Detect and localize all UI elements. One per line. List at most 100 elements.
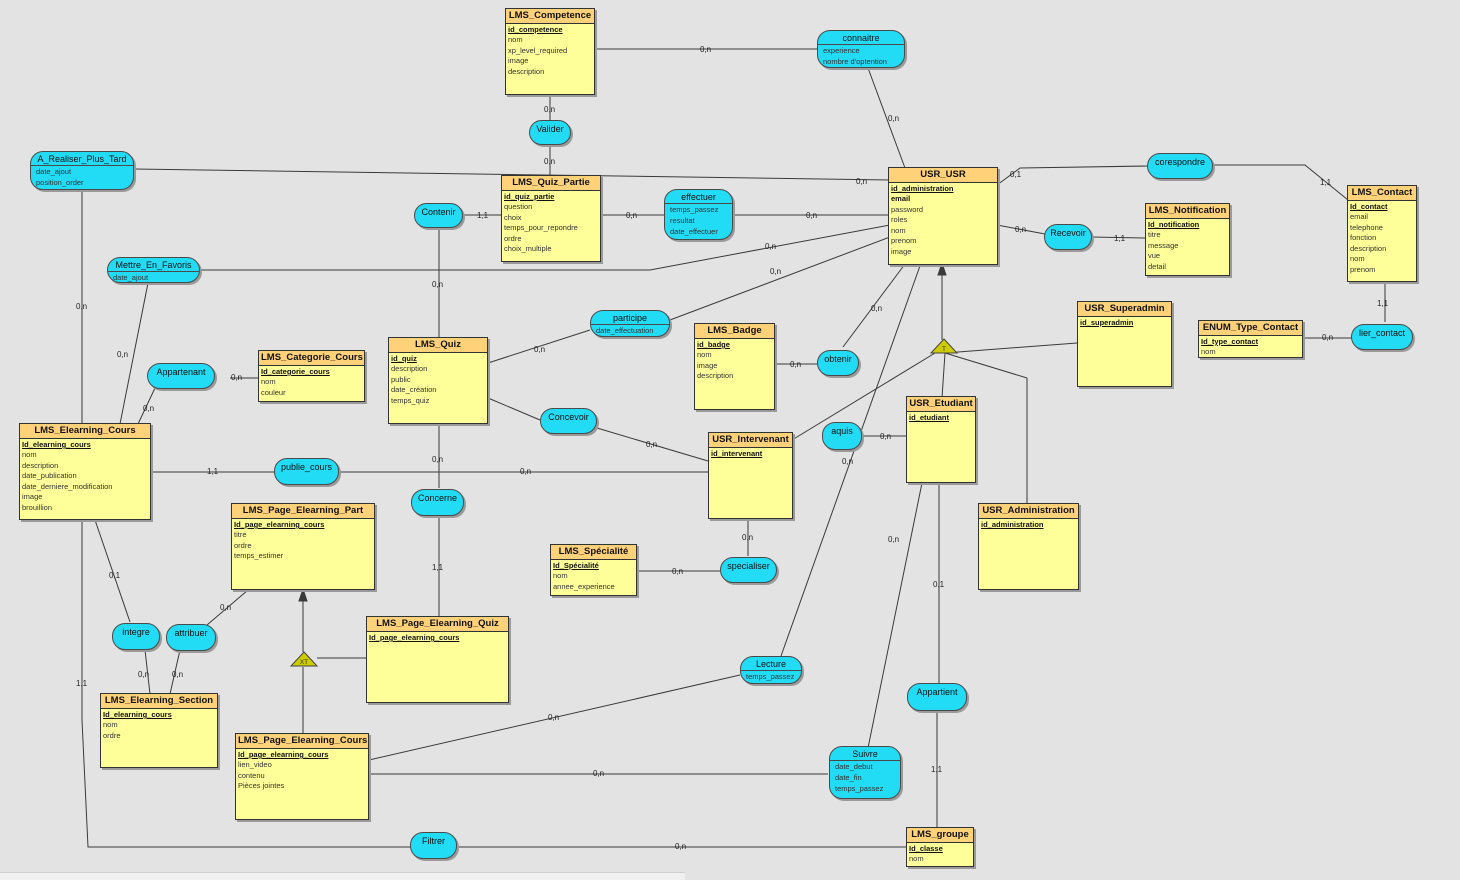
- association-title: lier_contact: [1358, 328, 1406, 338]
- entity-attribute: ordre: [504, 233, 522, 243]
- association-corespondre[interactable]: corespondre: [1147, 153, 1213, 179]
- cardinality-label: 1,1: [1114, 234, 1126, 243]
- inheritance-label: T: [942, 346, 946, 353]
- entity-lms-page-elearning-cours[interactable]: LMS_Page_Elearning_Cours Id_page_elearni…: [235, 733, 369, 820]
- entity-lms-competence[interactable]: LMS_Competence id_competence nom xp_leve…: [505, 8, 595, 95]
- entity-attribute: email: [891, 194, 911, 203]
- association-title: integre: [122, 627, 150, 637]
- cardinality-label: 0,n: [548, 713, 559, 722]
- cardinality-label: 1,1: [76, 679, 88, 688]
- entity-lms-quiz[interactable]: LMS_Quiz id_quiz description public date…: [388, 337, 488, 424]
- association-filtrer[interactable]: Filtrer: [410, 832, 457, 859]
- entity-attribute: date_publication: [22, 471, 77, 481]
- association-a-realiser-plus-tard[interactable]: A_Realiser_Plus_Tard date_ajout position…: [30, 151, 134, 190]
- entity-lms-specialite[interactable]: LMS_Spécialité Id_Spécialité nom annee_e…: [550, 544, 637, 596]
- association-suivre[interactable]: Suivre date_debut date_fin temps_passez: [829, 746, 901, 799]
- association-recevoir[interactable]: Recevoir: [1044, 224, 1092, 250]
- entity-title: USR_Superadmin: [1078, 302, 1171, 317]
- entity-attribute: nom: [103, 720, 118, 729]
- association-lier-contact[interactable]: lier_contact: [1351, 324, 1413, 350]
- entity-attribute: prenom: [891, 236, 917, 246]
- entity-attribute: nom: [508, 35, 523, 44]
- association-lecture[interactable]: Lecture temps_passez: [740, 656, 802, 684]
- association-title: A_Realiser_Plus_Tard: [31, 152, 133, 166]
- cardinality-label: 0,n: [888, 114, 899, 123]
- association-valider[interactable]: Valider: [529, 120, 571, 145]
- cardinality-label: 0,n: [675, 842, 686, 851]
- entity-enum-type-contact[interactable]: ENUM_Type_Contact Id_type_contact nom: [1198, 320, 1303, 358]
- association-title: Suivre: [830, 747, 900, 761]
- association-effectuer[interactable]: effectuer temps_passez resultat date_eff…: [664, 189, 733, 240]
- entity-attribute: nom: [891, 225, 906, 235]
- association-participe[interactable]: participe date_effectuation: [590, 310, 670, 337]
- association-title: specialiser: [727, 561, 770, 571]
- cardinality-label: 0,n: [593, 769, 604, 778]
- entity-lms-categorie-cours[interactable]: LMS_Categorie_Cours Id_categorie_cours n…: [258, 350, 365, 402]
- association-title: Appartient: [916, 687, 958, 697]
- entity-attribute: couleur: [261, 387, 286, 397]
- cardinality-label: 1,1: [477, 211, 489, 220]
- cardinality-label: 0,n: [544, 105, 555, 114]
- association-contenir[interactable]: Contenir: [414, 203, 463, 228]
- entity-key: id_administration: [981, 520, 1044, 529]
- entity-lms-badge[interactable]: LMS_Badge id_badge nom image description: [694, 323, 775, 410]
- entity-lms-page-elearning-part[interactable]: LMS_Page_Elearning_Part Id_page_elearnin…: [231, 503, 375, 590]
- association-attribute: temps_passez: [746, 672, 795, 681]
- entity-key: id_quiz_partie: [504, 192, 555, 201]
- association-concevoir[interactable]: Concevoir: [540, 408, 597, 434]
- cardinality-label: 0,n: [1015, 225, 1026, 234]
- association-attribute: position_order: [36, 178, 84, 187]
- association-integre[interactable]: integre: [112, 623, 160, 650]
- entity-usr-etudiant[interactable]: USR_Etudiant id_etudiant: [906, 396, 976, 483]
- association-appartenant[interactable]: Appartenant: [147, 363, 215, 389]
- inheritance-label: XT: [300, 659, 308, 666]
- association-connaitre[interactable]: connaitre experience nombre d'optention: [817, 30, 905, 68]
- entity-attribute: choix: [504, 212, 522, 222]
- entity-attribute: titre: [234, 530, 247, 539]
- association-aquis[interactable]: aquis: [822, 422, 862, 450]
- association-attribuer[interactable]: attribuer: [166, 624, 216, 651]
- entity-lms-elearning-section[interactable]: LMS_Elearning_Section Id_elearning_cours…: [100, 693, 218, 768]
- entity-key: Id_page_elearning_cours: [234, 520, 325, 529]
- association-attribute: temps_passez: [670, 205, 719, 214]
- entity-usr-superadmin[interactable]: USR_Superadmin id_superadmin: [1077, 301, 1172, 387]
- association-specialiser[interactable]: specialiser: [720, 557, 777, 583]
- association-attribute: date_ajout: [36, 167, 72, 176]
- entity-attribute: date_création: [391, 385, 437, 395]
- cardinality-label: 0,n: [231, 373, 242, 382]
- association-attribute: date_effectuation: [596, 326, 654, 335]
- entity-attribute: question: [504, 202, 533, 211]
- association-appartient[interactable]: Appartient: [907, 683, 967, 711]
- association-obtenir[interactable]: obtenir: [817, 350, 859, 376]
- entity-attribute: contenu: [238, 770, 265, 780]
- entity-lms-page-elearning-quiz[interactable]: LMS_Page_Elearning_Quiz Id_page_elearnin…: [366, 616, 509, 703]
- entity-title: LMS_Page_Elearning_Cours: [236, 734, 368, 749]
- entity-key: Id_classe: [909, 844, 943, 853]
- entity-attribute: description: [1350, 243, 1387, 253]
- association-attribute: date_effectuer: [670, 227, 718, 236]
- entity-attribute: nom: [22, 450, 37, 459]
- entity-title: ENUM_Type_Contact: [1199, 321, 1302, 336]
- entity-lms-contact[interactable]: LMS_Contact Id_contact email telephone f…: [1347, 185, 1417, 282]
- horizontal-scrollbar[interactable]: [0, 872, 685, 880]
- cardinality-label: 0,n: [143, 404, 154, 413]
- entity-lms-elearning-cours[interactable]: LMS_Elearning_Cours Id_elearning_cours n…: [19, 423, 151, 520]
- entity-usr-usr[interactable]: USR_USR id_administration email password…: [888, 167, 998, 265]
- cardinality-label: 0,1: [1010, 170, 1022, 179]
- entity-attribute: titre: [1148, 230, 1161, 239]
- association-concerne[interactable]: Concerne: [411, 489, 464, 516]
- association-publie-cours[interactable]: publie_cours: [274, 458, 339, 485]
- entity-attribute: email: [1350, 212, 1368, 221]
- entity-attribute: nom: [909, 854, 924, 863]
- entity-attribute: telephone: [1350, 222, 1383, 232]
- entity-lms-groupe[interactable]: LMS_groupe Id_classe nom: [906, 827, 974, 867]
- entity-key: id_intervenant: [711, 449, 763, 458]
- entity-lms-notification[interactable]: LMS_Notification Id_notification titre m…: [1145, 203, 1230, 276]
- entity-key: id_badge: [697, 340, 730, 349]
- association-mettre-en-favoris[interactable]: Mettre_En_Favoris date_ajout: [107, 257, 200, 283]
- entity-usr-intervenant[interactable]: USR_Intervenant id_intervenant: [708, 432, 793, 519]
- entity-usr-administration[interactable]: USR_Administration id_administration: [978, 503, 1079, 590]
- entity-lms-quiz-partie[interactable]: LMS_Quiz_Partie id_quiz_partie question …: [501, 175, 601, 262]
- cardinality-label: 1,1: [931, 765, 943, 774]
